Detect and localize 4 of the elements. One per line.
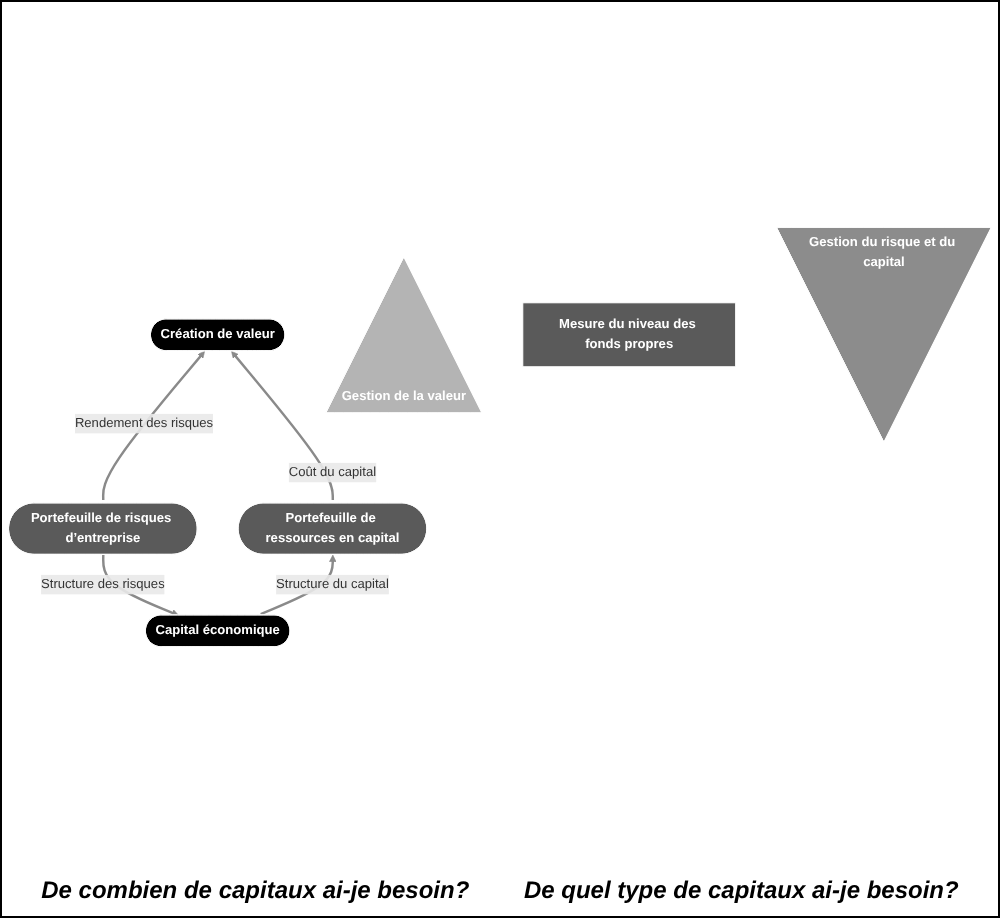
question-text: De quel type de capitaux ai-je besoin?	[523, 876, 959, 904]
question-text: De combien de capitaux ai-je besoin?	[41, 876, 470, 904]
arrow	[231, 351, 335, 500]
arrow	[101, 351, 205, 500]
